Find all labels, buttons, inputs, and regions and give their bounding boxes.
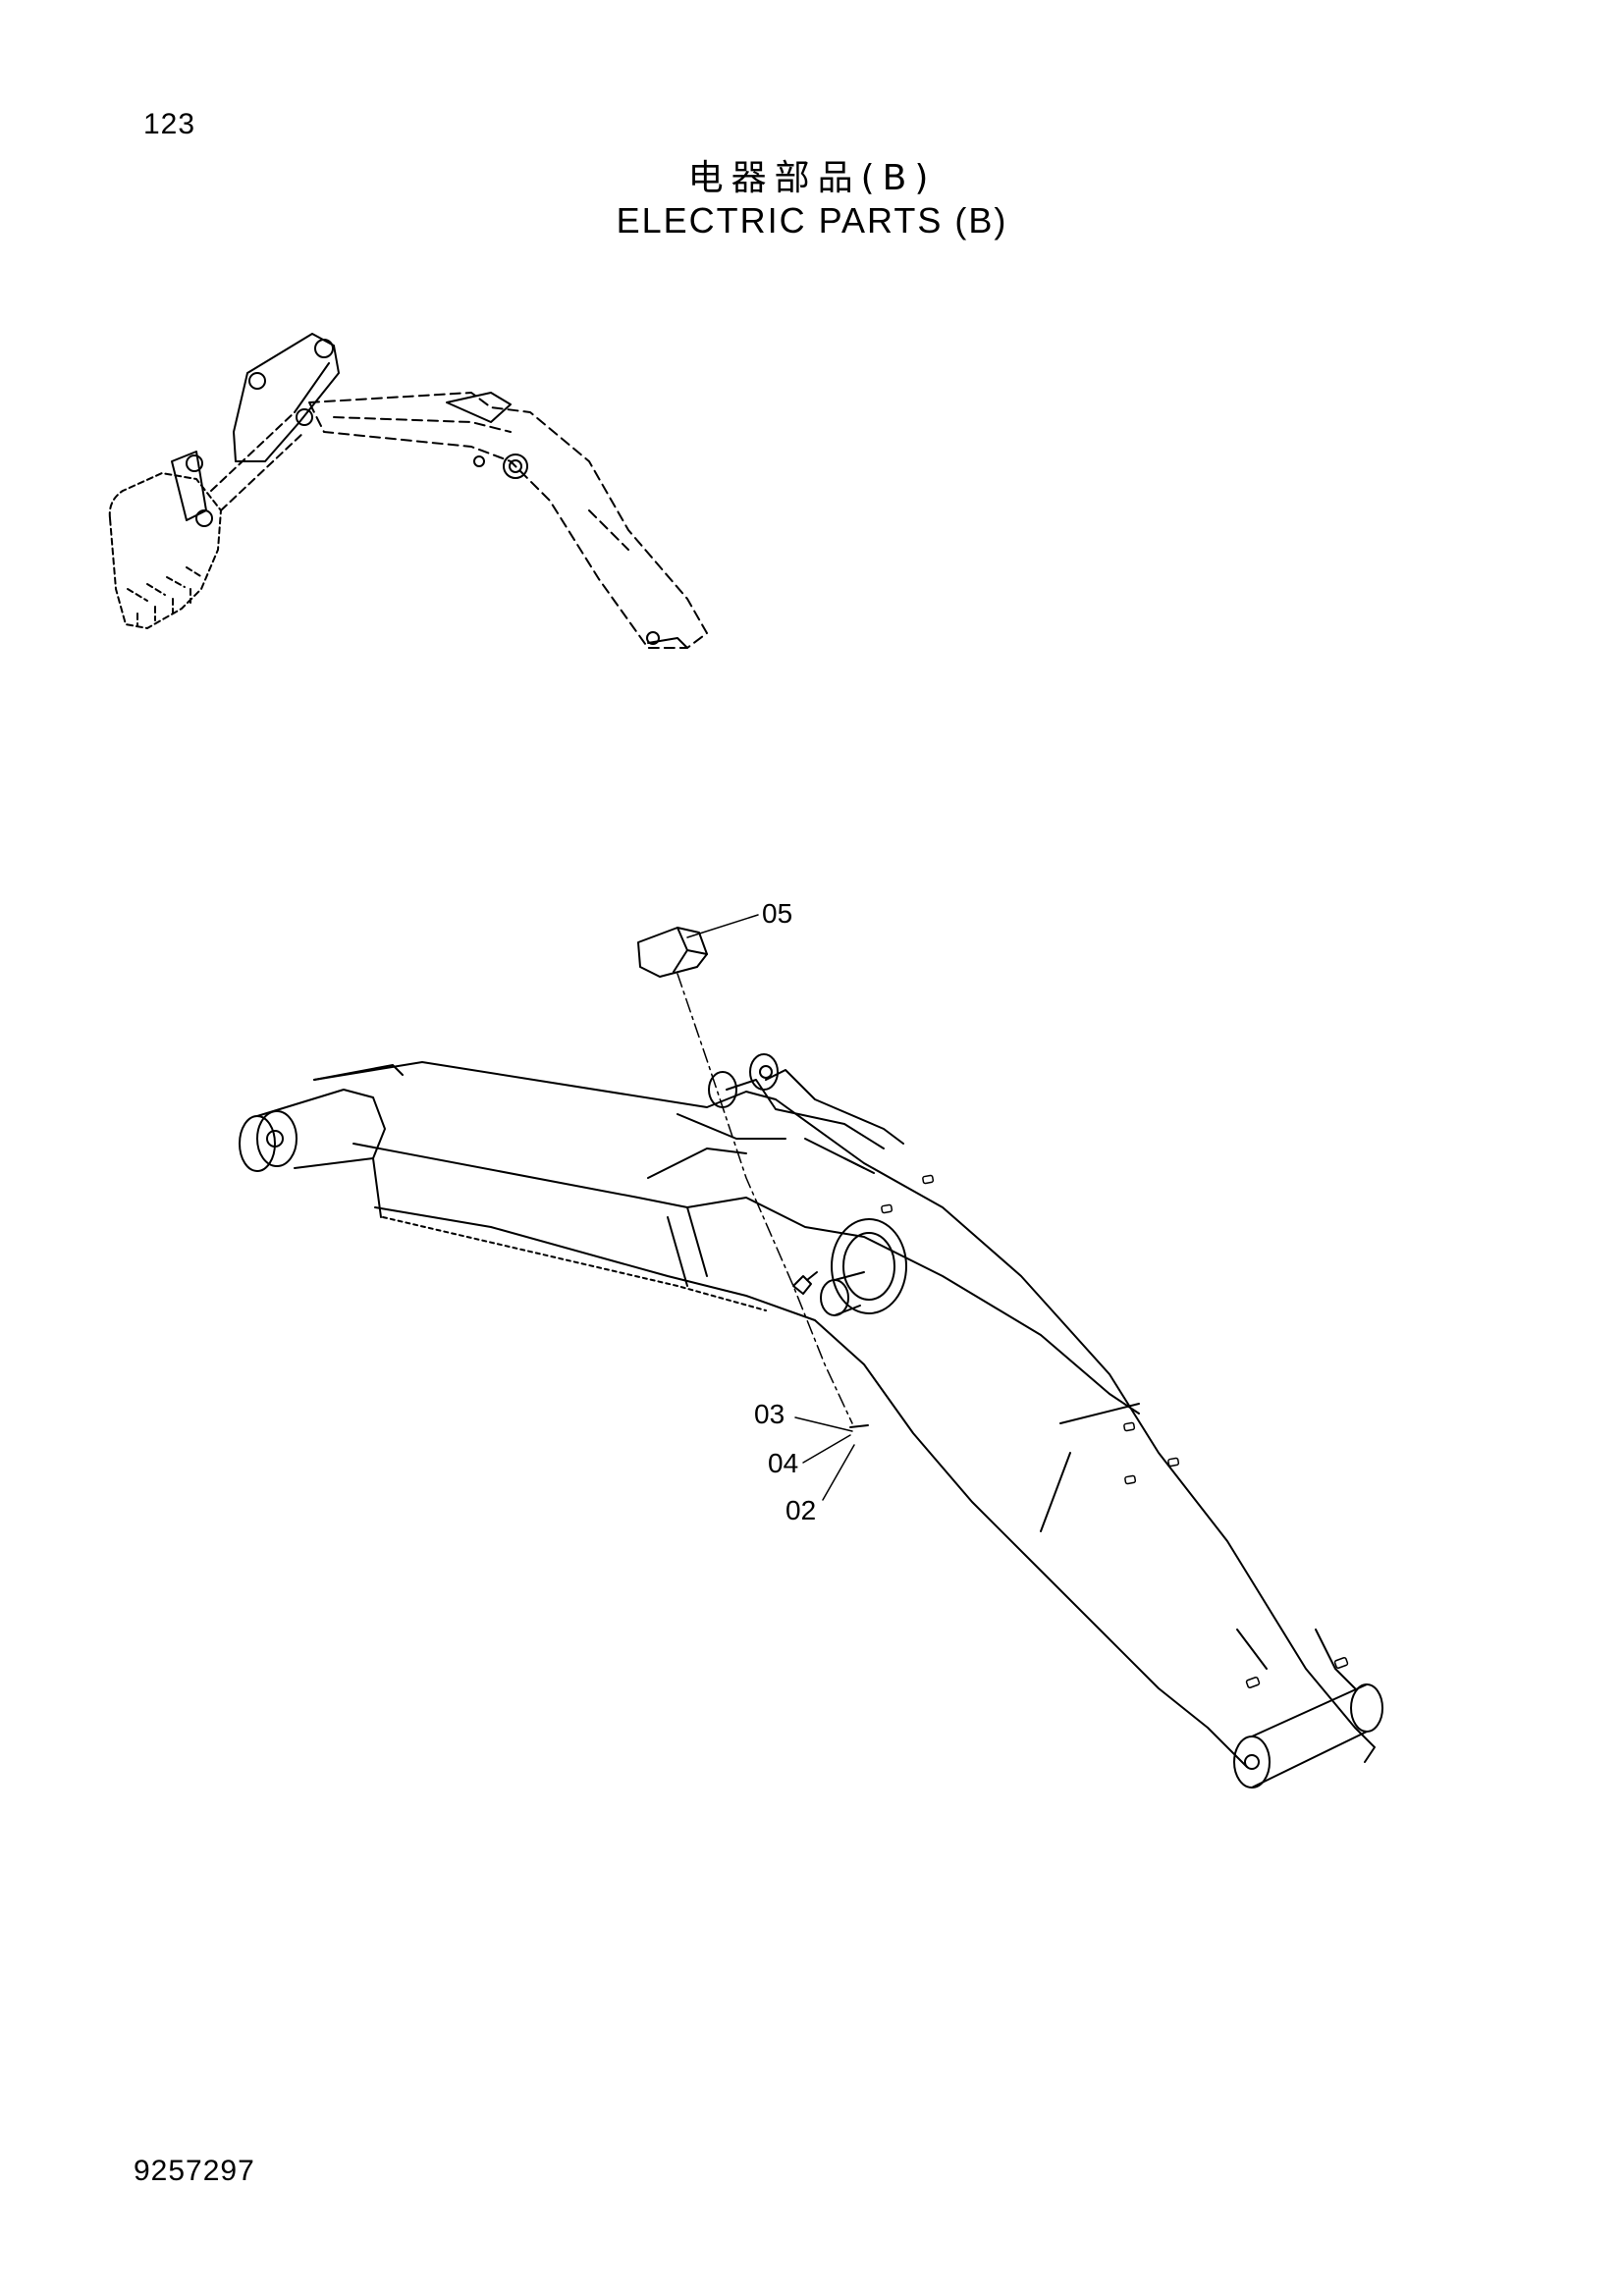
boom-lower-edge	[374, 1206, 1248, 1768]
callout-02: 02	[785, 1444, 855, 1525]
boom-pin-boss	[820, 1218, 907, 1316]
callout-04: 04	[768, 1434, 851, 1478]
title-chinese: 电器部品(B)	[687, 158, 937, 198]
overview-attachment-figure	[108, 333, 708, 649]
boom-fitting	[792, 1271, 818, 1295]
callout-05: 05	[686, 898, 792, 938]
title-english: ELECTRIC PARTS (B)	[616, 200, 1008, 240]
callout-label-03: 03	[754, 1399, 785, 1429]
callout-label-05: 05	[762, 898, 792, 929]
callout-label-04: 04	[768, 1448, 798, 1478]
document-number: 9257297	[134, 2155, 255, 2187]
boom-arm-foot	[1233, 1629, 1383, 1789]
boom-slots	[881, 1174, 1349, 1688]
boom-side-top-edge	[352, 1143, 1140, 1415]
overview-boom-solid	[446, 392, 688, 649]
boom-upper-edge	[313, 1061, 1376, 1763]
work-lamp-part	[637, 927, 708, 978]
callout-label-02: 02	[785, 1495, 816, 1525]
overview-bucket	[108, 472, 222, 629]
assembly-line	[677, 973, 853, 1424]
page-number: 123	[143, 108, 196, 140]
main-boom-figure	[239, 1053, 1383, 1789]
overview-arm	[233, 333, 340, 462]
callout-03: 03	[754, 1399, 853, 1432]
pin-marker	[849, 1424, 869, 1428]
overview-link	[171, 411, 305, 527]
overview-boom	[308, 392, 708, 649]
boom-foot	[239, 1064, 404, 1172]
